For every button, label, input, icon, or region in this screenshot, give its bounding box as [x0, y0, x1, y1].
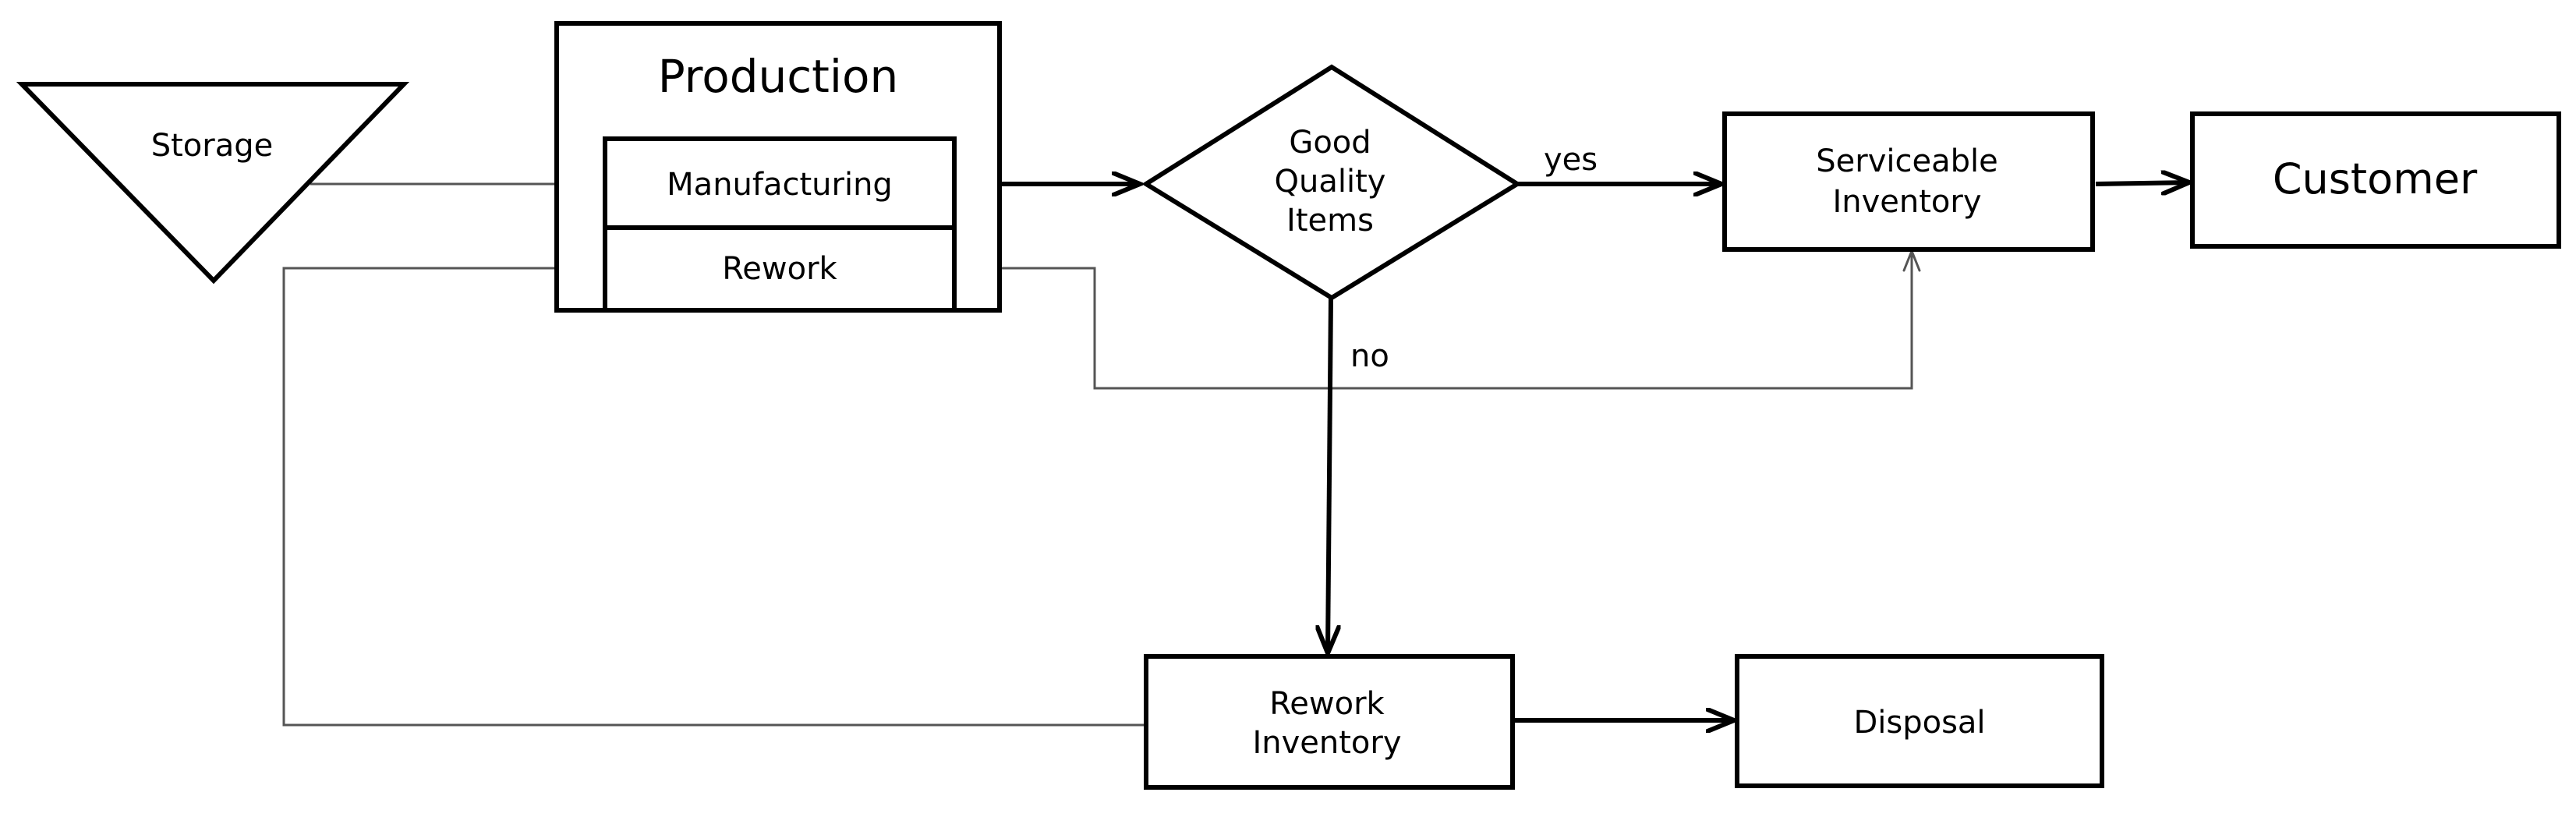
decision-label-line1: Good	[1289, 125, 1371, 161]
storage-node: Storage	[16, 82, 410, 285]
decision-diamond-shape	[1141, 64, 1522, 301]
serviceable-inventory-label-line1: Serviceable	[1816, 143, 1997, 179]
rework-inventory-box	[1144, 654, 1515, 790]
customer-label: Customer	[2273, 154, 2478, 203]
rework-inventory-label-line2: Inventory	[1252, 725, 1401, 761]
storage-label: Storage	[151, 128, 274, 164]
disposal-node: Disposal	[1735, 654, 2104, 788]
rework-box	[603, 225, 957, 313]
serviceable-inventory-box	[1722, 111, 2095, 252]
good-quality-decision: Good Quality Items	[1141, 64, 1522, 301]
manufacturing-label: Manufacturing	[667, 167, 893, 203]
serviceable-to-customer-arrow	[2095, 182, 2189, 184]
rework-inventory-to-rework-connector	[282, 268, 1146, 727]
decision-label-line2: Quality	[1275, 164, 1386, 200]
rework-inventory-label-line1: Rework	[1269, 686, 1385, 722]
production-group: Production Manufacturing Rework	[554, 21, 1002, 313]
yes-edge-label: yes	[1544, 142, 1598, 178]
decision-no-arrow	[1328, 297, 1331, 653]
disposal-box	[1735, 654, 2104, 788]
customer-node: Customer	[2190, 111, 2561, 249]
storage-triangle-shape	[16, 82, 410, 285]
decision-label-line3: Items	[1286, 203, 1374, 239]
no-edge-label: no	[1350, 338, 1389, 374]
rework-label: Rework	[722, 251, 837, 287]
serviceable-inventory-label-line2: Inventory	[1832, 184, 1981, 220]
rework-inventory-node: Rework Inventory	[1144, 654, 1515, 790]
disposal-label: Disposal	[1853, 705, 1985, 741]
serviceable-inventory-node: Serviceable Inventory	[1722, 111, 2095, 252]
customer-box	[2190, 111, 2561, 249]
rework-to-serviceable-connector	[959, 251, 1912, 390]
production-title: Production	[658, 50, 899, 103]
